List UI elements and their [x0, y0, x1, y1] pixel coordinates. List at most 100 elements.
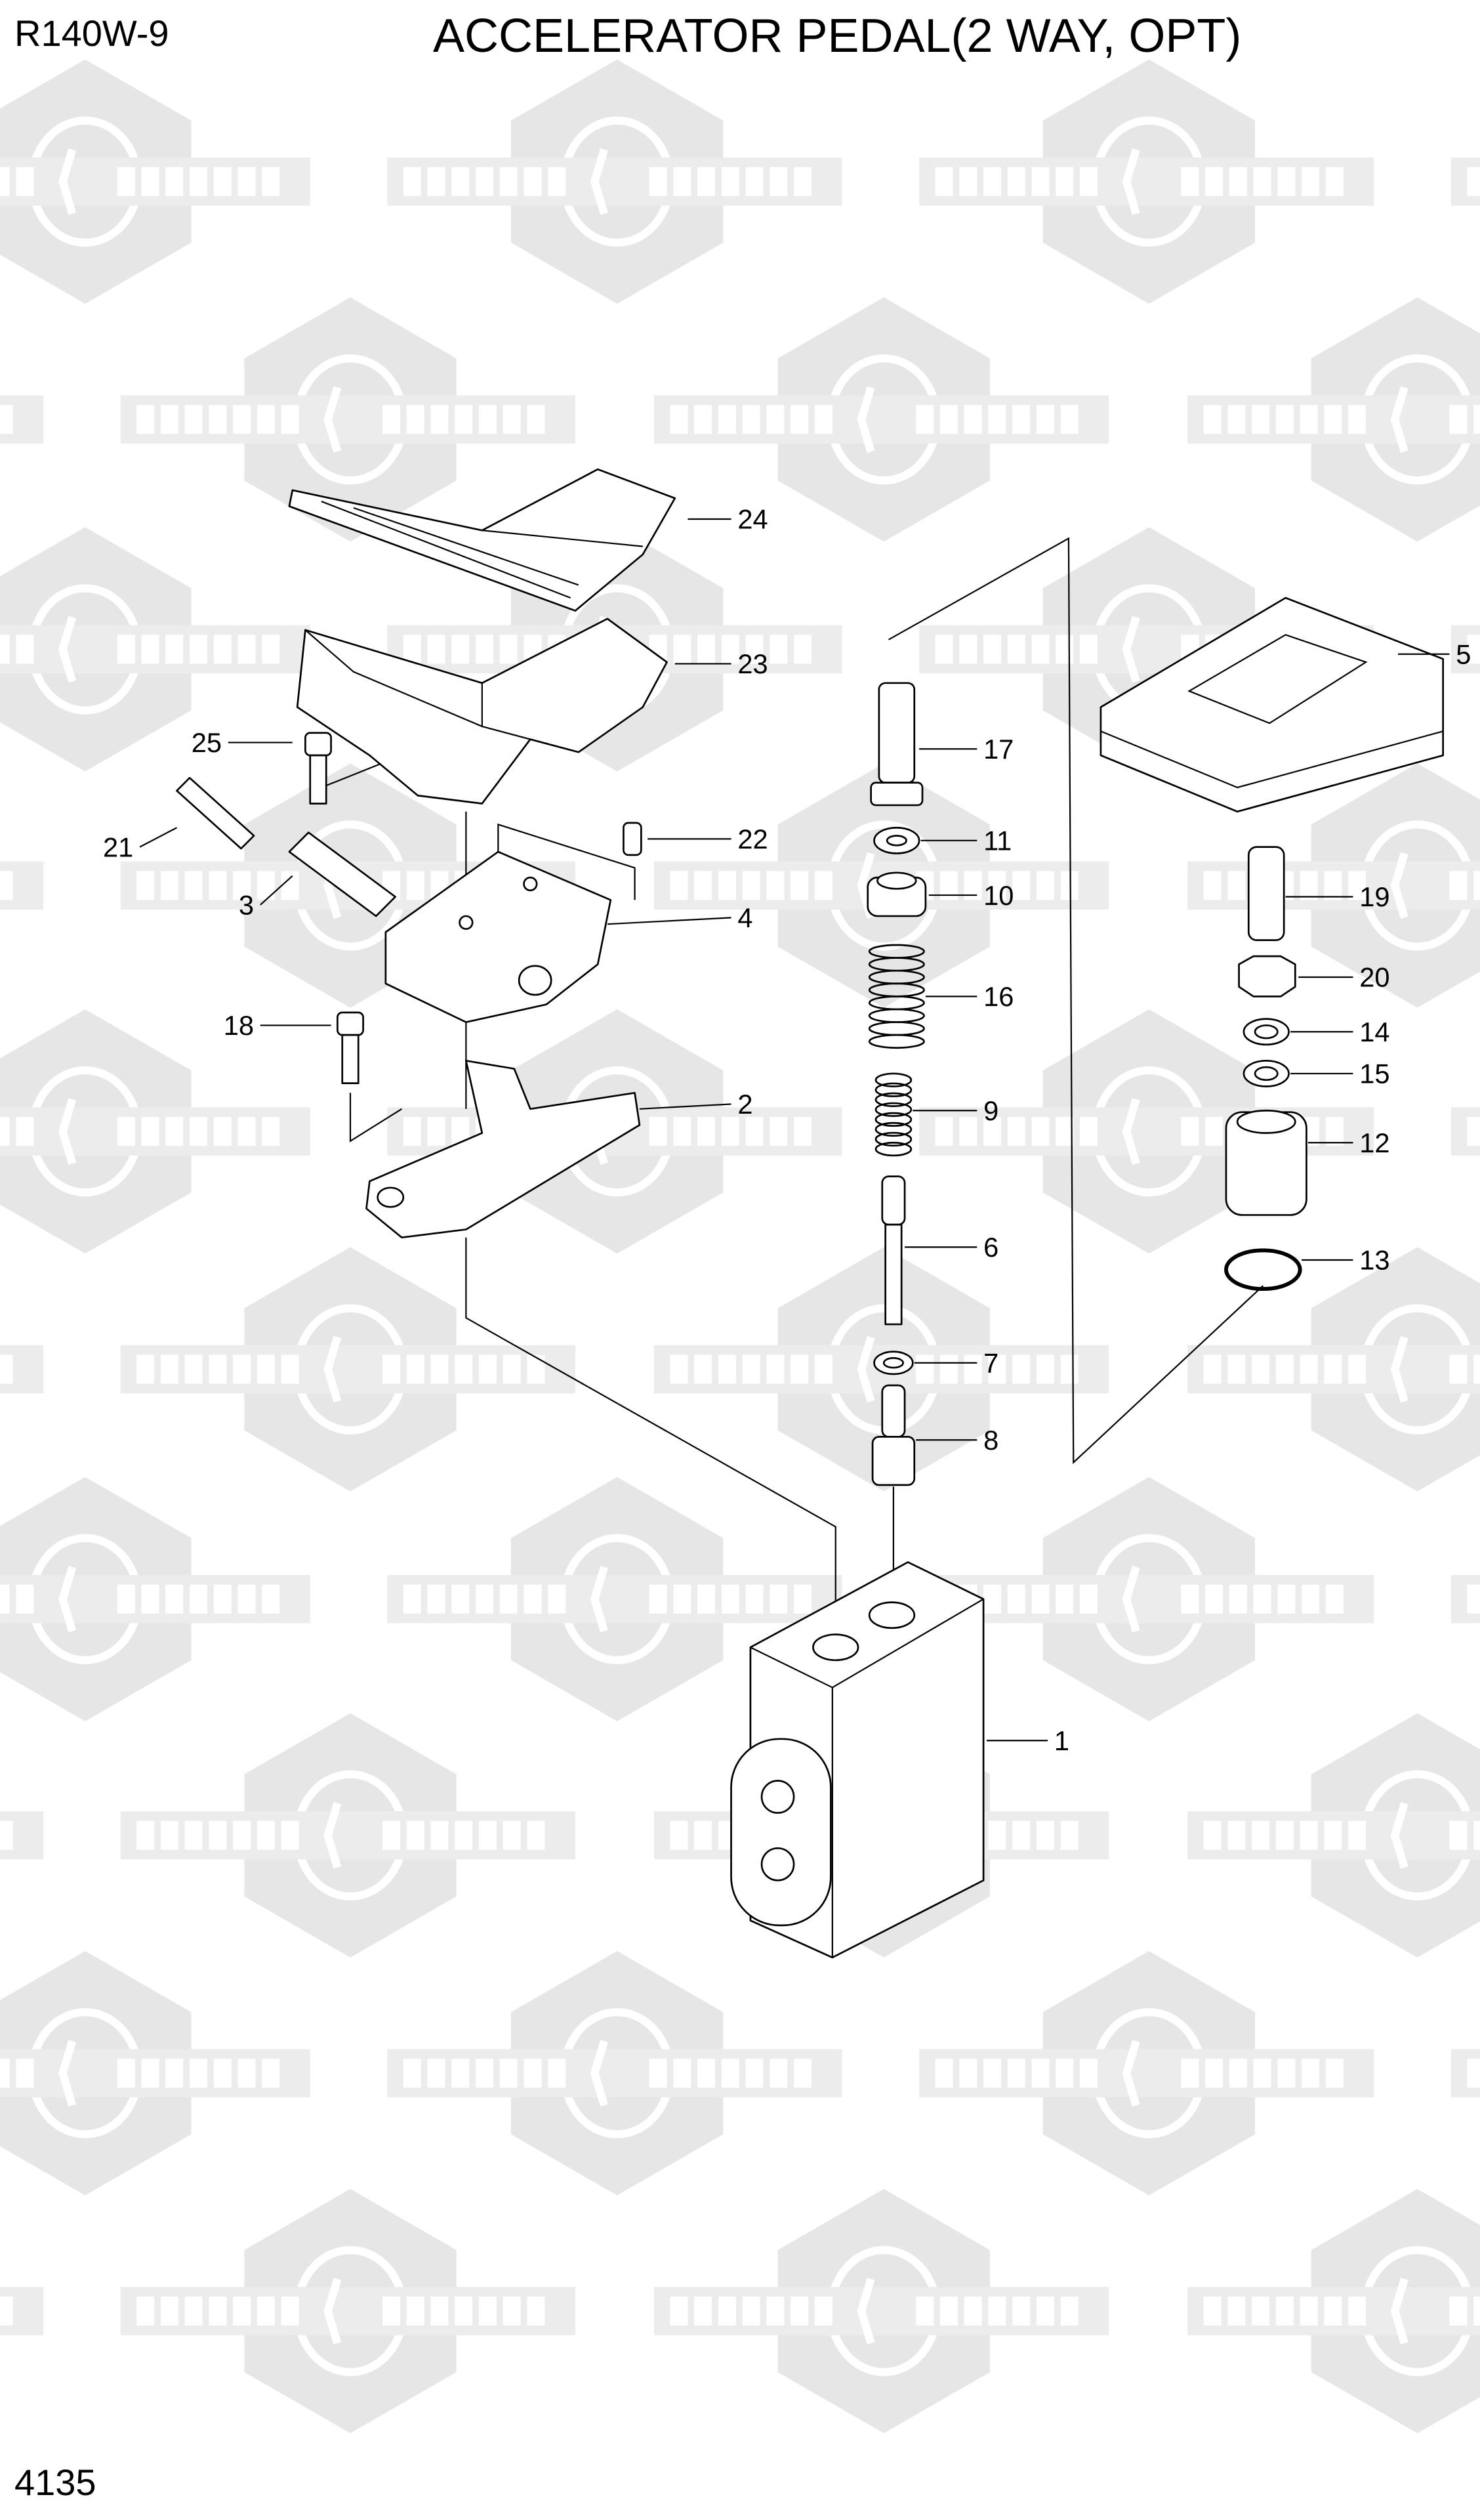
callout-11: 11 — [920, 826, 1012, 856]
watermark-logo — [0, 2286, 44, 2336]
callout-label: 19 — [1359, 881, 1389, 912]
callout-19: 19 — [1285, 881, 1390, 912]
leader-line — [639, 1103, 731, 1110]
part-19-stud — [1247, 846, 1285, 941]
callout-label: 13 — [1359, 1245, 1389, 1276]
watermark-logo — [1450, 2049, 1480, 2097]
callout-label: 6 — [983, 1232, 998, 1263]
callout-16: 16 — [925, 981, 1014, 1012]
watermark-logo — [387, 59, 842, 304]
part-2-bracket — [365, 1059, 641, 1239]
callout-9: 9 — [913, 1095, 998, 1126]
callout-22: 22 — [648, 824, 768, 854]
part-13-o-ring — [1224, 1248, 1302, 1292]
callout-label: 18 — [224, 1010, 254, 1041]
watermark-logo — [0, 1951, 310, 2196]
watermark-logo — [120, 1713, 575, 1958]
watermark-logo — [0, 1345, 44, 1394]
watermark-logo — [0, 527, 310, 772]
watermark-logo — [120, 1247, 575, 1492]
part-4-block — [384, 850, 612, 1023]
callout-label: 2 — [737, 1089, 752, 1120]
callout-23: 23 — [674, 648, 768, 679]
callout-7: 7 — [914, 1347, 998, 1378]
callout-label: 20 — [1359, 962, 1389, 993]
part-8-guide — [871, 1384, 916, 1486]
callout-1: 1 — [987, 1725, 1069, 1756]
part-21-pin — [176, 776, 255, 850]
part-16-spring — [868, 944, 925, 1049]
part-7-ring — [873, 1351, 914, 1376]
leader-line — [260, 875, 293, 906]
watermark-logo — [0, 395, 44, 444]
part-3-bushing — [288, 831, 396, 917]
watermark-logo — [120, 297, 575, 542]
callout-12: 12 — [1307, 1127, 1390, 1158]
watermark-logo — [0, 1811, 44, 1860]
watermark-logo — [919, 1951, 1374, 2196]
callout-label: 25 — [192, 727, 222, 758]
watermark-logo — [1450, 158, 1480, 206]
watermark-logo — [1187, 763, 1480, 1008]
watermark-logo — [0, 1009, 310, 1254]
callout-24: 24 — [688, 504, 768, 535]
watermark-logo — [1450, 625, 1480, 674]
watermark-logo — [0, 1477, 310, 1721]
part-23-pedal — [296, 618, 668, 805]
callout-label: 15 — [1359, 1059, 1389, 1089]
callout-10: 10 — [928, 880, 1014, 911]
callout-20: 20 — [1298, 962, 1390, 993]
callout-label: 21 — [103, 831, 133, 862]
callout-label: 22 — [737, 824, 768, 854]
watermark-logo — [387, 1477, 842, 1721]
callout-15: 15 — [1290, 1059, 1390, 1089]
part-11-washer — [873, 826, 920, 854]
callout-21: 21 — [103, 827, 177, 862]
part-20-nut — [1238, 955, 1296, 998]
part-10-seal — [867, 872, 927, 917]
part-5-boot — [1100, 597, 1445, 813]
watermark-logo — [387, 1951, 842, 2196]
watermark-layer — [0, 59, 1480, 2433]
callout-label: 7 — [983, 1347, 998, 1378]
callout-label: 23 — [737, 648, 768, 679]
watermark-logo — [653, 297, 1109, 542]
callout-label: 9 — [983, 1095, 998, 1126]
part-14-washer — [1243, 1018, 1290, 1046]
watermark-logo — [120, 2189, 575, 2433]
callout-18: 18 — [224, 1010, 331, 1041]
watermark-logo — [0, 861, 44, 910]
page-code: 4135 — [14, 2462, 96, 2503]
callout-8: 8 — [916, 1425, 998, 1456]
watermark-logo — [1187, 2189, 1480, 2433]
part-9-spring — [874, 1072, 913, 1157]
part-24-pedal-pad — [288, 468, 676, 612]
part-1-valve-body — [730, 1561, 985, 1959]
leader-line — [607, 917, 731, 925]
callout-label: 17 — [983, 734, 1014, 765]
watermark-logo — [0, 59, 310, 304]
callout-label: 14 — [1359, 1017, 1389, 1047]
watermark-logo — [1450, 1107, 1480, 1156]
watermark-logo — [1450, 1575, 1480, 1624]
callout-label: 5 — [1456, 639, 1471, 669]
callout-label: 12 — [1359, 1127, 1389, 1158]
page-title: ACCELERATOR PEDAL(2 WAY, OPT) — [433, 10, 1242, 62]
callout-label: 4 — [737, 902, 752, 933]
callout-6: 6 — [905, 1232, 998, 1263]
callout-2: 2 — [639, 1089, 752, 1120]
callout-label: 10 — [983, 880, 1014, 911]
watermark-logo — [919, 1477, 1374, 1721]
part-22-pin — [623, 822, 642, 856]
part-15-washer — [1243, 1059, 1290, 1087]
callout-4: 4 — [607, 902, 752, 933]
callout-label: 3 — [239, 889, 254, 920]
callout-5: 5 — [1398, 639, 1471, 669]
leader-line — [139, 827, 177, 848]
watermark-logo — [919, 59, 1374, 304]
callout-label: 24 — [737, 504, 768, 535]
callout-label: 8 — [983, 1425, 998, 1456]
part-25-bolt — [304, 732, 332, 805]
